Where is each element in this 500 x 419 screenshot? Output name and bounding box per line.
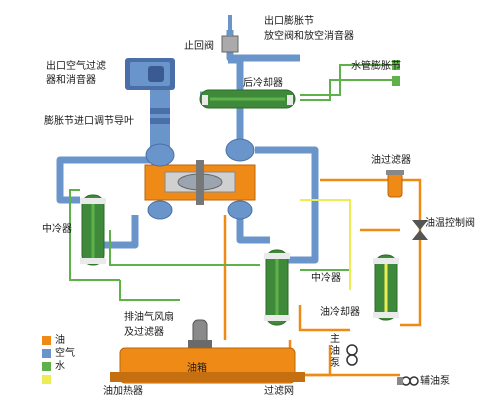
label-aux-oil-pump: 辅油泵 (420, 376, 450, 387)
main-oil-pump-unit (346, 344, 358, 366)
oil-pipe-filter (320, 178, 422, 230)
legend-swatch-water (42, 362, 51, 371)
aftercooler-unit (199, 89, 296, 109)
air-pipe-stage1-out (56, 156, 150, 204)
yellow-line-1 (300, 199, 351, 290)
label-oil-cooler: 油冷却器 (320, 307, 360, 318)
label-main-oil-pump: 主油泵 (330, 334, 340, 369)
label-oil-tank: 油箱 (187, 363, 207, 374)
label-outlet-expansion-joint: 出口膨胀节 (264, 16, 314, 27)
oil-pipe-return (288, 340, 332, 377)
water-pipe-main (300, 64, 400, 96)
check-valve-unit (221, 15, 239, 53)
label-strainer: 过滤网 (264, 386, 294, 397)
label-blowoff-valve-silencer: 放空阀和放空消音器 (264, 31, 354, 42)
oil-pipe-cooler-out (298, 305, 350, 332)
oil-pipe-temp-valve (400, 230, 422, 327)
oil-tank-unit (110, 347, 305, 384)
water-pipe-intercooler-left (109, 230, 260, 266)
water-pipe-intercooler-left-in (69, 189, 120, 281)
legend-swatch-yellow (42, 375, 51, 384)
water-expansion-joints (392, 60, 400, 86)
label-inlet-guide-vane: 膨胀节进口调节导叶 (44, 116, 134, 127)
label-check-valve: 止回阀 (184, 41, 214, 52)
oil-cooler-unit (373, 254, 399, 321)
intercooler-left-unit (80, 194, 106, 266)
label-oil-heater: 油加热器 (103, 386, 143, 397)
oil-temp-control-valve-unit (412, 220, 428, 240)
oil-pipes (223, 178, 422, 377)
legend-swatch-oil (42, 336, 51, 345)
legend-swatch-air (42, 349, 51, 358)
label-outlet-air-filter-2: 器和消音器 (46, 75, 96, 86)
legend-label-water: 水 (55, 361, 65, 372)
air-pipe-intercooler-right-in (236, 215, 270, 244)
legend-label-oil: 油 (55, 335, 65, 346)
label-intercooler-left: 中冷器 (42, 224, 72, 235)
label-outlet-air-filter-1: 出口空气过滤 (46, 61, 106, 72)
water-pipe-aftercooler (300, 79, 400, 101)
label-vent-fan-2: 及过滤器 (124, 327, 164, 338)
vent-fan-unit (188, 319, 212, 348)
water-pipes (69, 64, 400, 301)
outlet-air-filter-silencer (125, 58, 175, 150)
aux-oil-pump-unit (397, 376, 419, 386)
compressor-core (144, 138, 256, 220)
water-pipe-loop (119, 280, 180, 301)
label-oil-temp-control-valve: 油温控制阀 (425, 218, 475, 229)
intercooler-right-unit (264, 249, 290, 326)
label-intercooler-right: 中冷器 (311, 273, 341, 284)
label-water-pipe-expansion-joint: 水管膨胀节 (351, 61, 401, 72)
oil-filter-unit (386, 170, 404, 198)
label-oil-filter: 油过滤器 (371, 155, 411, 166)
label-vent-fan-1: 排油气风扇 (124, 312, 174, 323)
air-pipe-intercooler-left-out (96, 215, 139, 249)
label-aftercooler: 后冷却器 (243, 78, 283, 89)
legend-label-air: 空气 (55, 348, 75, 359)
air-pipe-stage2-out (255, 146, 319, 264)
